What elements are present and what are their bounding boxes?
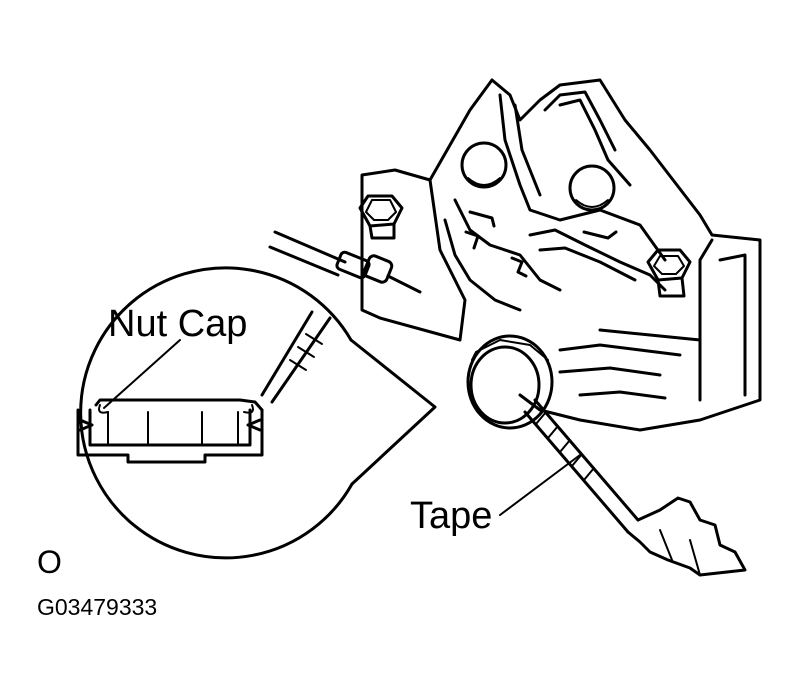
nut-cap-label: Nut Cap	[108, 303, 248, 345]
rivet-right	[568, 164, 616, 212]
nut-cap-leader-line	[103, 339, 181, 409]
figure-code: G03479333	[37, 594, 158, 620]
detail-screwdriver-tip	[260, 310, 332, 404]
tape-label: Tape	[410, 495, 493, 537]
screwdriver-with-tape	[523, 398, 747, 577]
nut-cap-installed	[466, 334, 554, 430]
tape-leader-line	[499, 454, 581, 516]
bolt-left	[358, 194, 404, 240]
cable	[268, 230, 422, 294]
rivet-left	[460, 141, 508, 189]
detail-callout	[79, 266, 437, 560]
nut-cap-cross-section	[76, 398, 264, 464]
bolt-right	[646, 248, 692, 298]
view-mark: O	[37, 544, 62, 580]
hood-lock-body	[360, 78, 762, 432]
